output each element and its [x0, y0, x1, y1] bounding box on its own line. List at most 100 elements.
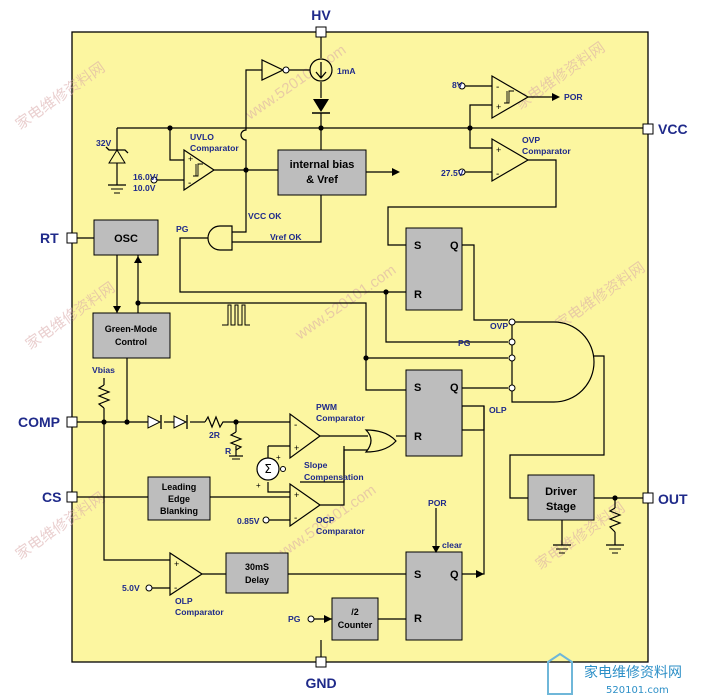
svg-text:Delay: Delay: [245, 575, 269, 585]
ovp-sr-latch: S Q R: [405, 227, 463, 311]
svg-text:PWM: PWM: [316, 402, 337, 412]
olp-comparator: + - 5.0V OLP Comparator: [122, 551, 224, 617]
svg-text:Comparator: Comparator: [316, 526, 365, 536]
svg-text:S: S: [414, 569, 421, 581]
svg-text:OLP: OLP: [175, 596, 193, 606]
svg-text:OVP: OVP: [522, 135, 540, 145]
site-logo: 家电维修资料网 520101.com: [547, 652, 682, 696]
svg-text:-: -: [188, 178, 191, 189]
por-comparator: - + 8V POR: [452, 74, 583, 120]
svg-text:Comparator: Comparator: [522, 146, 571, 156]
svg-text:10.0V: 10.0V: [133, 183, 156, 193]
svg-text:S: S: [414, 382, 421, 394]
svg-text:POR: POR: [428, 498, 447, 508]
svg-text:OSC: OSC: [114, 233, 138, 245]
svg-text:+: +: [496, 145, 501, 155]
osc-block: OSC: [93, 219, 159, 313]
output-and-gate: OVP PG OLP: [458, 318, 595, 415]
svg-text:PG: PG: [458, 338, 471, 348]
hv-diode: [312, 99, 330, 114]
ocp-comparator: + - 0.85V OCP Comparator: [237, 482, 365, 536]
svg-text:Counter: Counter: [338, 620, 373, 630]
svg-text:Q: Q: [450, 240, 459, 252]
svg-text:Slope: Slope: [304, 460, 328, 470]
pg-and-gate: PG: [176, 224, 233, 251]
hv-inverter: [261, 59, 290, 81]
svg-text:家电维修资料网: 家电维修资料网: [584, 664, 682, 681]
svg-text:+: +: [174, 559, 179, 569]
vref-ok-label: Vref OK: [270, 232, 302, 242]
svg-text:0.85V: 0.85V: [237, 516, 260, 526]
pin-out: OUT: [642, 491, 688, 507]
svg-text:CS: CS: [42, 489, 61, 505]
svg-text:clear: clear: [442, 540, 463, 550]
pwm-comparator: - + PWM Comparator: [289, 402, 365, 460]
svg-text:S: S: [414, 240, 421, 252]
svg-text:/2: /2: [351, 607, 359, 617]
svg-text:R: R: [414, 613, 422, 625]
vbias-resistor: Vbias: [92, 365, 115, 409]
svg-text:Leading: Leading: [162, 482, 197, 492]
junction-dots: [101, 125, 618, 501]
comp-diodes: [147, 415, 188, 429]
svg-text:27.5V: 27.5V: [441, 168, 464, 178]
ovp-comparator: + - 27.5V OVP Comparator: [441, 135, 571, 183]
svg-text:R: R: [414, 431, 422, 443]
svg-text:32V: 32V: [96, 138, 112, 148]
svg-text:& Vref: & Vref: [306, 174, 338, 186]
slope-compensation-summer: Σ + + Slope Compensation: [256, 453, 364, 490]
pin-vcc: VCC: [642, 121, 688, 137]
svg-text:PG: PG: [288, 614, 301, 624]
svg-text:-: -: [294, 420, 297, 431]
div2-counter-block: /2 Counter PG: [288, 597, 379, 641]
svg-text:Σ: Σ: [264, 462, 272, 476]
pwm-sr-latch: S Q R: [405, 369, 463, 457]
delay-30ms-block: 30mS Delay: [225, 552, 289, 594]
current-source-1ma: 1mA: [309, 58, 356, 82]
svg-text:GND: GND: [305, 675, 336, 691]
svg-text:16.0V/: 16.0V/: [133, 172, 158, 182]
svg-text:OVP: OVP: [490, 321, 508, 331]
svg-text:520101.com: 520101.com: [606, 685, 669, 696]
svg-text:Control: Control: [115, 337, 147, 347]
svg-text:+: +: [256, 481, 261, 490]
olp-sr-latch: S Q R POR clear: [405, 498, 484, 641]
svg-text:+: +: [294, 443, 299, 453]
svg-text:R: R: [414, 289, 422, 301]
svg-text:+: +: [294, 490, 299, 500]
svg-text:HV: HV: [311, 7, 331, 23]
svg-text:RT: RT: [40, 230, 59, 246]
svg-text:5.0V: 5.0V: [122, 583, 140, 593]
svg-text:R: R: [225, 446, 232, 456]
svg-text:UVLO: UVLO: [190, 132, 214, 142]
reset-or-gate: [364, 429, 397, 453]
svg-text:-: -: [496, 169, 499, 180]
svg-text:-: -: [294, 513, 297, 524]
svg-text:+: +: [276, 453, 281, 462]
svg-text:-: -: [496, 82, 499, 93]
internal-bias-block: internal bias & Vref: [277, 149, 400, 196]
pulse-train-icon: [222, 304, 250, 326]
out-pulldown-resistor: [606, 507, 624, 554]
svg-text:PG: PG: [176, 224, 189, 234]
leading-edge-blanking-block: Leading Edge Blanking: [147, 476, 211, 521]
svg-text:8V: 8V: [452, 80, 463, 90]
svg-text:VCC: VCC: [658, 121, 688, 137]
svg-text:Comparator: Comparator: [190, 143, 239, 153]
resistor-r: R: [225, 431, 243, 460]
zener-32v: 32V: [96, 138, 129, 194]
svg-text:Stage: Stage: [546, 501, 576, 513]
vcc-ok-label: VCC OK: [248, 211, 282, 221]
pin-comp: COMP: [18, 414, 78, 430]
pin-gnd: GND: [305, 656, 337, 691]
svg-text:-: -: [174, 583, 177, 594]
svg-text:Q: Q: [450, 569, 459, 581]
svg-text:OCP: OCP: [316, 515, 335, 525]
svg-text:OLP: OLP: [489, 405, 507, 415]
svg-text:OUT: OUT: [658, 491, 688, 507]
svg-text:Compensation: Compensation: [304, 472, 364, 482]
svg-text:Edge: Edge: [168, 494, 190, 504]
svg-text:Comparator: Comparator: [316, 413, 365, 423]
svg-text:POR: POR: [564, 92, 583, 102]
